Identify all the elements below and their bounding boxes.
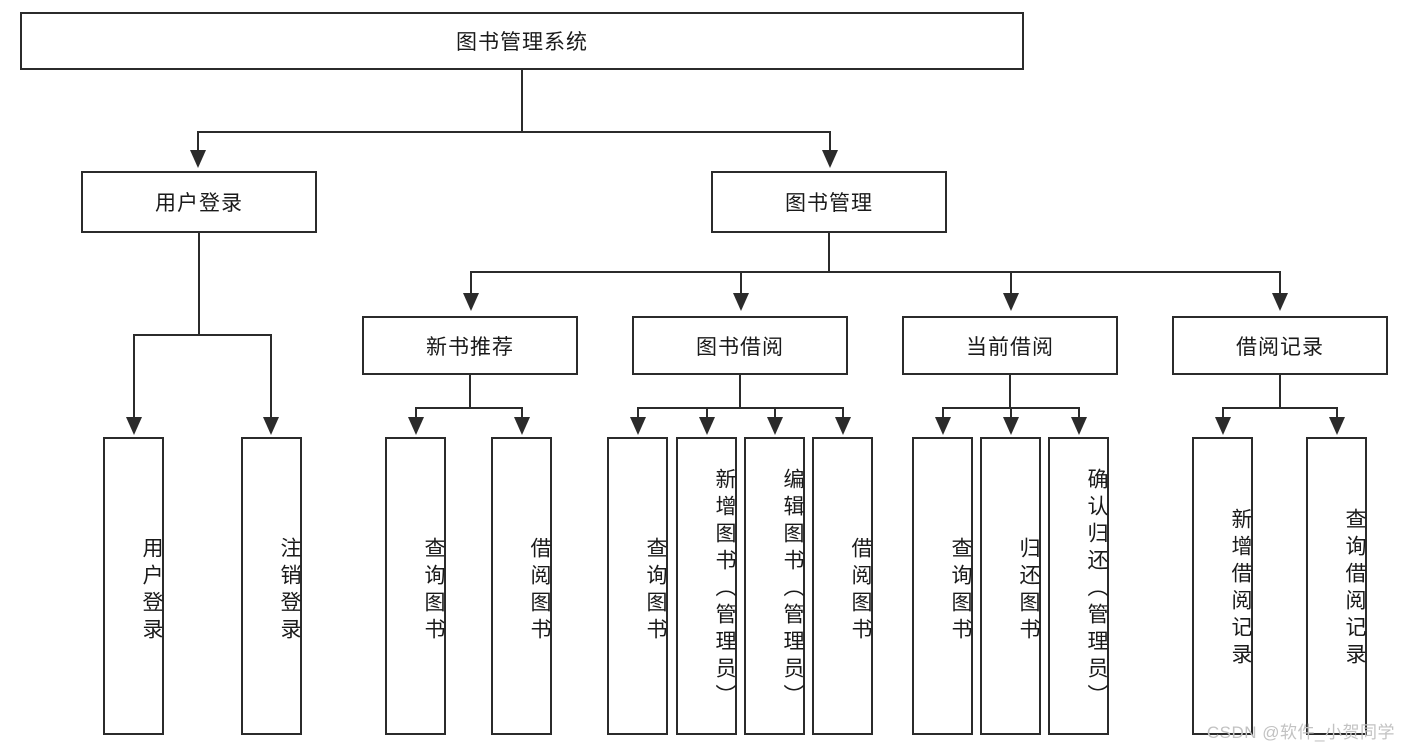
leaf-return-book[interactable]: 归还图书 [980,437,1041,735]
connector-borrow-record-bus [1222,407,1337,409]
connector-book-management-stem [828,233,830,272]
connector-root-stem [521,70,523,132]
leaf-add-record-label: 新增借阅记录 [1229,508,1252,670]
node-book-management[interactable]: 图书管理 [711,171,947,233]
connector-current-borrow-stem [1009,375,1011,408]
connector-to-borrow-record [1279,271,1281,295]
arrow-leaf-query-book-3 [935,417,951,435]
leaf-query-record[interactable]: 查询借阅记录 [1306,437,1367,735]
connector-to-book-management [829,131,831,153]
leaf-logout-label: 注销登录 [278,537,301,645]
connector-new-book-recommend-bus [415,407,523,409]
connector-br-drop-2 [1336,407,1338,419]
node-user-login[interactable]: 用户登录 [81,171,317,233]
connector-level3-bus [470,271,1280,273]
node-borrow-record-label: 借阅记录 [1236,335,1324,359]
connector-borrow-record-stem [1279,375,1281,408]
connector-bb-drop-3 [774,407,776,419]
node-current-borrow-label: 当前借阅 [966,335,1054,359]
leaf-confirm-return[interactable]: 确认归还（管理员） [1048,437,1109,735]
arrow-to-borrow-record [1272,293,1288,311]
leaf-query-book-3-label: 查询图书 [949,537,972,645]
node-root-label: 图书管理系统 [456,31,588,54]
connector-to-new-book-recommend [470,271,472,295]
arrow-leaf-return-book [1003,417,1019,435]
leaf-borrow-book-2-label: 借阅图书 [849,537,872,645]
arrow-leaf-query-book-2 [630,417,646,435]
connector-nbr-drop-2 [521,407,523,419]
connector-cb-drop-1 [942,407,944,419]
connector-bb-drop-4 [842,407,844,419]
leaf-query-book-1-label: 查询图书 [422,537,445,645]
arrow-leaf-edit-book [767,417,783,435]
arrow-to-current-borrow [1003,293,1019,311]
connector-book-borrow-bus [637,407,843,409]
connector-user-login-drop-1 [133,334,135,419]
leaf-query-book-3[interactable]: 查询图书 [912,437,973,735]
connector-cb-drop-3 [1078,407,1080,419]
arrow-to-book-borrow [733,293,749,311]
leaf-add-book[interactable]: 新增图书（管理员） [676,437,737,735]
leaf-add-record[interactable]: 新增借阅记录 [1192,437,1253,735]
arrow-leaf-add-book [699,417,715,435]
leaf-query-book-1[interactable]: 查询图书 [385,437,446,735]
arrow-leaf-query-record [1329,417,1345,435]
leaf-borrow-book-1[interactable]: 借阅图书 [491,437,552,735]
connector-to-current-borrow [1010,271,1012,295]
connector-to-book-borrow [740,271,742,295]
arrow-leaf-query-book-1 [408,417,424,435]
arrow-to-user-login [190,150,206,168]
connector-user-login-drop-2 [270,334,272,419]
connector-book-borrow-stem [739,375,741,408]
leaf-user-login[interactable]: 用户登录 [103,437,164,735]
arrow-leaf-confirm-return [1071,417,1087,435]
arrow-leaf-logout [263,417,279,435]
connector-cb-drop-2 [1010,407,1012,419]
arrow-to-new-book-recommend [463,293,479,311]
arrow-leaf-borrow-book-2 [835,417,851,435]
csdn-watermark: CSDN @软件_小贺同学 [1206,723,1395,742]
leaf-user-login-label: 用户登录 [140,537,163,645]
connector-bb-drop-1 [637,407,639,419]
node-current-borrow[interactable]: 当前借阅 [902,316,1118,375]
leaf-confirm-return-label: 确认归还（管理员） [1085,467,1108,711]
connector-nbr-drop-1 [415,407,417,419]
node-book-management-label: 图书管理 [785,192,873,215]
leaf-add-book-label: 新增图书（管理员） [713,467,736,711]
leaf-borrow-book-2[interactable]: 借阅图书 [812,437,873,735]
node-book-borrow-label: 图书借阅 [696,335,784,359]
node-root[interactable]: 图书管理系统 [20,12,1024,70]
leaf-query-book-2[interactable]: 查询图书 [607,437,668,735]
arrow-leaf-borrow-book-1 [514,417,530,435]
node-book-borrow[interactable]: 图书借阅 [632,316,848,375]
arrow-to-book-management [822,150,838,168]
connector-level2-bus [197,131,831,133]
connector-user-login-stem [198,233,200,335]
node-borrow-record[interactable]: 借阅记录 [1172,316,1388,375]
arrow-leaf-add-record [1215,417,1231,435]
connector-new-book-recommend-stem [469,375,471,408]
connector-to-user-login [197,131,199,153]
leaf-query-book-2-label: 查询图书 [644,537,667,645]
leaf-edit-book-label: 编辑图书（管理员） [781,467,804,711]
node-new-book-recommend-label: 新书推荐 [426,335,514,359]
leaf-logout[interactable]: 注销登录 [241,437,302,735]
connector-br-drop-1 [1222,407,1224,419]
node-user-login-label: 用户登录 [155,192,243,215]
leaf-return-book-label: 归还图书 [1017,537,1040,645]
connector-bb-drop-2 [706,407,708,419]
leaf-query-record-label: 查询借阅记录 [1343,508,1366,670]
node-new-book-recommend[interactable]: 新书推荐 [362,316,578,375]
arrow-leaf-user-login [126,417,142,435]
leaf-borrow-book-1-label: 借阅图书 [528,537,551,645]
connector-user-login-bus [133,334,270,336]
leaf-edit-book[interactable]: 编辑图书（管理员） [744,437,805,735]
